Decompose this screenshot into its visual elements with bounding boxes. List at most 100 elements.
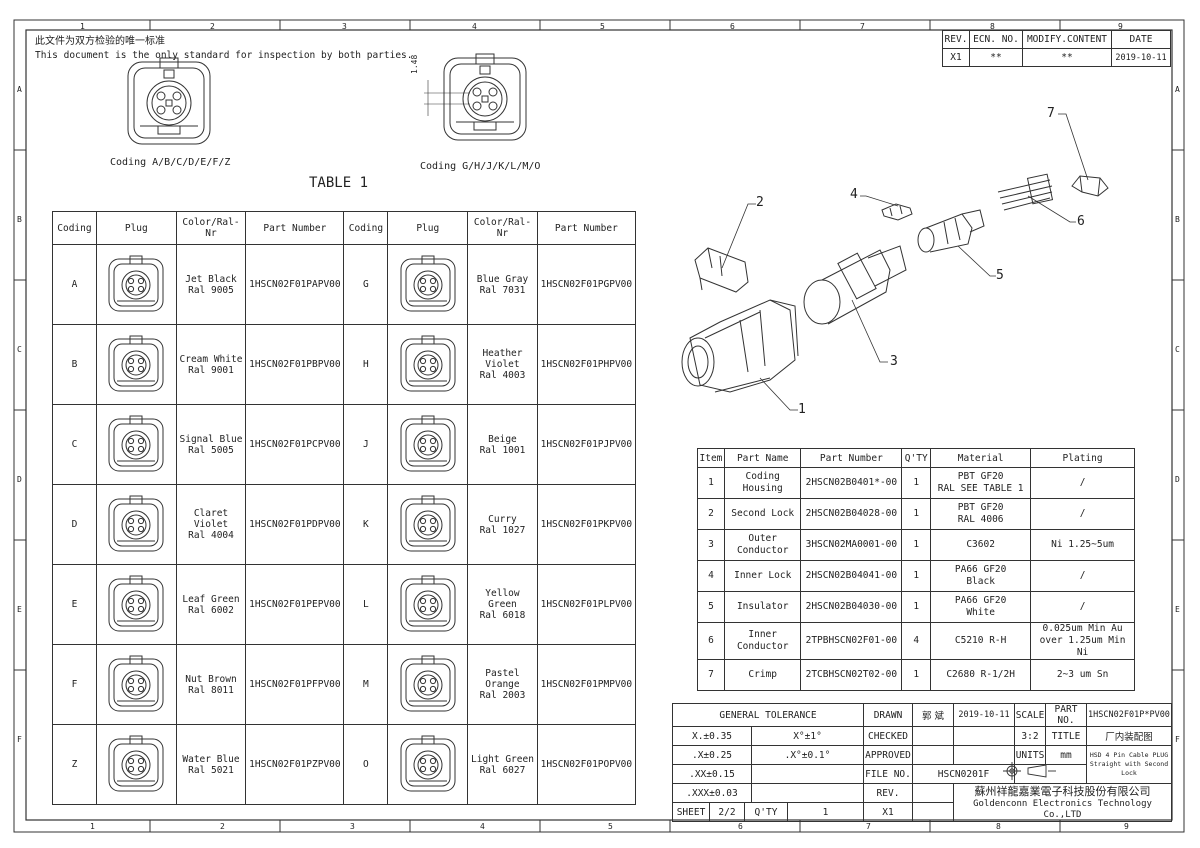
plug-cell — [387, 644, 469, 725]
bom-part-number: 2HSCN02B04030-00 — [800, 591, 903, 623]
coding-view-right — [424, 53, 527, 141]
bom-qty: 1 — [901, 560, 932, 592]
plug-icon — [108, 655, 164, 711]
plating-line-1: / — [1079, 477, 1086, 488]
coding-letter: C — [52, 404, 97, 485]
plug-cell — [95, 404, 177, 485]
callout-1: 1 — [798, 402, 806, 417]
bom-part-name: Crimp — [723, 659, 802, 691]
material-line-2: RAL SEE TABLE 1 — [937, 483, 1024, 494]
bom-plating: / — [1030, 467, 1135, 499]
col-header: Color/Ral-Nr — [467, 211, 538, 245]
material-line-1: C5210 R-H — [954, 635, 1007, 646]
table1-title: TABLE 1 — [309, 175, 369, 191]
description-line-1: HSD 4 Pin Cable PLUG — [1089, 751, 1169, 759]
zone-number: 6 — [730, 22, 735, 31]
part-number: 1HSCN02F01PHPV00 — [536, 324, 637, 405]
drawn-date: 2019-10-11 — [953, 703, 1015, 727]
material-line-1: C2680 R-1/2H — [946, 669, 1015, 680]
bom-header: Part Number — [800, 448, 903, 468]
part-number: 1HSCN02F01PZPV00 — [245, 724, 345, 805]
zone-number: 5 — [600, 22, 605, 31]
ral-number: Ral 6027 — [479, 764, 526, 776]
plug-icon — [108, 575, 164, 631]
bom-table: Item Part Name Part Number Q'TY Material… — [697, 448, 1135, 691]
col-header: Color/Ral-Nr — [175, 211, 247, 245]
rev-header: DATE — [1111, 30, 1171, 49]
coding-letter: L — [343, 564, 389, 645]
bom-header: Q'TY — [901, 448, 932, 468]
projection-cell — [1014, 764, 1087, 784]
revision-table: REV. ECN. NO. MODIFY.CONTENT DATE X1 ** … — [942, 30, 1171, 67]
color-name: Cream White — [179, 353, 243, 365]
coding-letter: O — [343, 724, 389, 805]
rev-cell: ** — [969, 48, 1023, 67]
bom-plating: / — [1030, 498, 1135, 530]
zone-number: 9 — [1124, 822, 1129, 831]
company-cell: 蘇州祥龍嘉業電子科技股份有限公司 Goldenconn Electronics … — [953, 783, 1172, 822]
bom-material: C2680 R-1/2H — [930, 659, 1032, 691]
rev-header: REV. — [942, 30, 970, 49]
material-line-1: PBT GF20 — [957, 471, 1004, 482]
plug-cell — [95, 324, 177, 405]
bom-item: 6 — [697, 622, 725, 660]
ral-number: Ral 9005 — [188, 284, 234, 296]
col-header: Plug — [387, 211, 469, 245]
callout-4: 4 — [850, 187, 858, 202]
color-name: Jet Black — [185, 273, 237, 285]
material-line-1: C3602 — [966, 539, 995, 550]
drawn-label: DRAWN — [863, 703, 913, 727]
col-header: Coding — [343, 211, 389, 245]
qty-value: 1 — [822, 806, 829, 818]
color-name: Pastel Orange — [485, 668, 520, 690]
color-name: Water Blue — [182, 753, 240, 765]
zone-letter: D — [1175, 475, 1180, 484]
file-no-value: HSCN0201F — [912, 764, 1015, 784]
part-coding-housing — [681, 299, 799, 393]
rev-cell: X1 — [942, 48, 970, 67]
checked-date — [953, 726, 1015, 746]
title-label: TITLE — [1045, 726, 1087, 746]
rev-header: MODIFY.CONTENT — [1022, 30, 1112, 49]
ral-number: Ral 8011 — [188, 684, 234, 696]
ral-number: Ral 1001 — [479, 444, 526, 456]
bom-item: 4 — [697, 560, 725, 592]
zone-letter: B — [17, 215, 22, 224]
col-header: Part Number — [245, 211, 345, 245]
ral-number: Ral 4004 — [188, 530, 234, 541]
part-number: 1HSCN02F01PBPV00 — [245, 324, 345, 405]
col-header: Part Number — [536, 211, 637, 245]
rev-value-blank — [912, 783, 954, 803]
plug-icon — [400, 335, 456, 391]
zone-number: 1 — [80, 22, 85, 31]
bom-qty: 4 — [901, 622, 932, 660]
color-name: Heather Violet — [482, 348, 523, 370]
zone-number: 4 — [472, 22, 477, 31]
part-number: 1HSCN02F01PAPV00 — [245, 244, 345, 325]
zone-number: 8 — [990, 22, 995, 31]
part-number: 1HSCN02F01POPV00 — [536, 724, 637, 805]
coding-letter: K — [343, 484, 389, 565]
dimension-label: 1.48 — [410, 54, 419, 74]
company-name-en: Goldenconn Electronics Technology Co.,LT… — [973, 798, 1152, 820]
zone-letter: C — [1175, 345, 1180, 354]
bom-plating: Ni 1.25~5um — [1030, 529, 1135, 561]
bom-plating: / — [1030, 591, 1135, 623]
bom-header: Item — [697, 448, 725, 468]
sheet-row: SHEET 2/2 Q'TY 1 — [672, 802, 864, 822]
bom-qty: 1 — [901, 659, 932, 691]
zone-number: 3 — [350, 822, 355, 831]
